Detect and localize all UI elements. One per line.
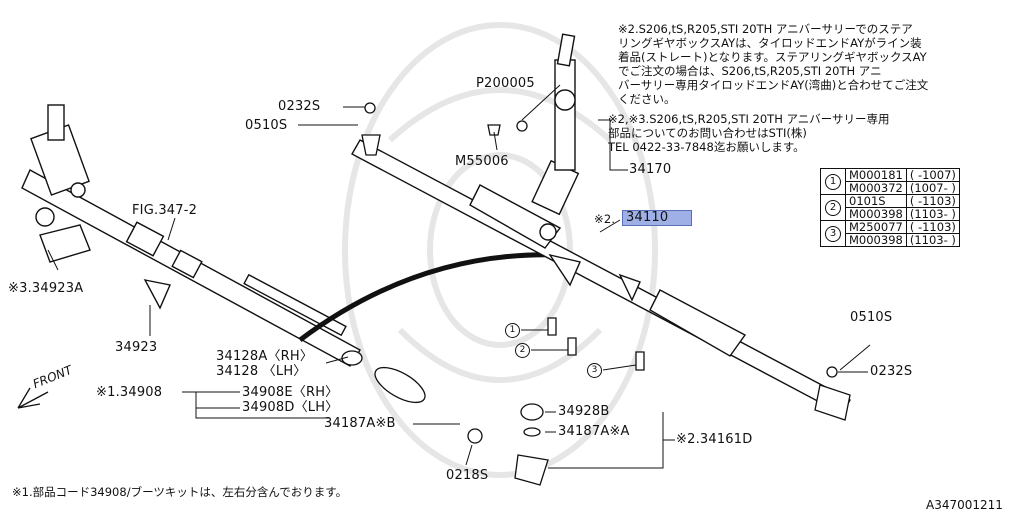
label-34908[interactable]: ※1.34908 <box>96 385 163 400</box>
callout-circle-1[interactable]: 1 <box>505 323 520 338</box>
legend-num-cell: 3 <box>820 220 846 247</box>
legend-part[interactable]: 0101S <box>845 194 907 208</box>
label-34923a[interactable]: ※3.34923A <box>8 281 84 296</box>
label-34923[interactable]: 34923 <box>115 340 158 355</box>
legend-range: (1103- ) <box>905 207 960 221</box>
small-parts <box>341 102 851 486</box>
note-sti-contact: ※2,※3.S206,tS,R205,STI 20TH アニバーサリー専用 部品… <box>608 112 890 154</box>
legend-row: 2 0101S ( -1103) <box>820 194 960 221</box>
label-p200005[interactable]: P200005 <box>476 76 535 91</box>
legend-part[interactable]: M000181 <box>845 168 907 182</box>
legend-range: ( -1103) <box>905 220 960 234</box>
legend-num-cell: 2 <box>820 194 846 221</box>
callout-circle-2[interactable]: 2 <box>515 343 530 358</box>
label-0510s-right[interactable]: 0510S <box>850 310 893 325</box>
label-34908d-lh[interactable]: 34908D〈LH〉 <box>242 400 339 415</box>
legend-num-cell: 1 <box>820 168 846 195</box>
legend-range: (1007- ) <box>905 181 960 195</box>
assembly-arrow <box>298 252 561 343</box>
legend-part[interactable]: M000372 <box>845 181 907 195</box>
legend-part[interactable]: M250077 <box>845 220 907 234</box>
label-34187a-a[interactable]: 34187A※A <box>558 424 630 439</box>
legend-row: M000398 (1103- ) <box>821 233 960 247</box>
callout-circle-3[interactable]: 3 <box>587 363 602 378</box>
legend-range: ( -1007) <box>905 168 960 182</box>
left-rack-assembly <box>21 104 361 367</box>
label-0510s-top[interactable]: 0510S <box>245 118 288 133</box>
legend-num-1: 1 <box>825 173 841 190</box>
right-rack-assembly <box>351 33 851 415</box>
legend-row: M000398 (1103- ) <box>821 207 960 221</box>
label-0232s-top[interactable]: 0232S <box>278 99 321 114</box>
leader-lines <box>47 84 871 469</box>
label-34128-lh[interactable]: 34128 〈LH〉 <box>216 364 307 379</box>
legend-row: 3 M250077 ( -1103) <box>820 220 960 247</box>
legend-part[interactable]: M000398 <box>845 233 907 247</box>
legend-num-3: 3 <box>825 225 841 242</box>
label-34128a-rh[interactable]: 34128A〈RH〉 <box>216 349 314 364</box>
label-0232s-right[interactable]: 0232S <box>870 364 913 379</box>
legend-row: M000372 (1007- ) <box>821 181 960 195</box>
front-arrow-icon <box>17 387 49 409</box>
bolt-legend-table: 1 M000181 ( -1007) M000372 (1007- ) 2 01… <box>820 168 960 247</box>
label-34110-highlighted[interactable]: 34110 <box>622 210 692 226</box>
label-fig-347-2[interactable]: FIG.347-2 <box>132 203 198 218</box>
legend-row: 1 M000181 ( -1007) <box>820 168 960 195</box>
label-m55006[interactable]: M55006 <box>455 154 509 169</box>
label-34908e-rh[interactable]: 34908E〈RH〉 <box>242 385 339 400</box>
label-34110-prefix: ※2. <box>594 212 616 226</box>
legend-range: (1103- ) <box>905 233 960 247</box>
legend-range: ( -1103) <box>905 194 960 208</box>
label-34170[interactable]: 34170 <box>629 162 672 177</box>
label-0218s[interactable]: 0218S <box>446 468 489 483</box>
label-34928b[interactable]: 34928B <box>558 404 610 419</box>
legend-num-2: 2 <box>825 199 841 216</box>
footnote-boot-kit: ※1.部品コード34908/ブーツキットは、左右分含んでおります。 <box>12 485 348 499</box>
note-sti-gearbox: ※2.S206,tS,R205,STI 20TH アニバーサリーでのステア リン… <box>618 22 929 106</box>
label-34187a-b[interactable]: 34187A※B <box>324 416 396 431</box>
label-34161d[interactable]: ※2.34161D <box>676 432 753 447</box>
diagram-code: A347001211 <box>926 498 1003 512</box>
legend-part[interactable]: M000398 <box>845 207 907 221</box>
